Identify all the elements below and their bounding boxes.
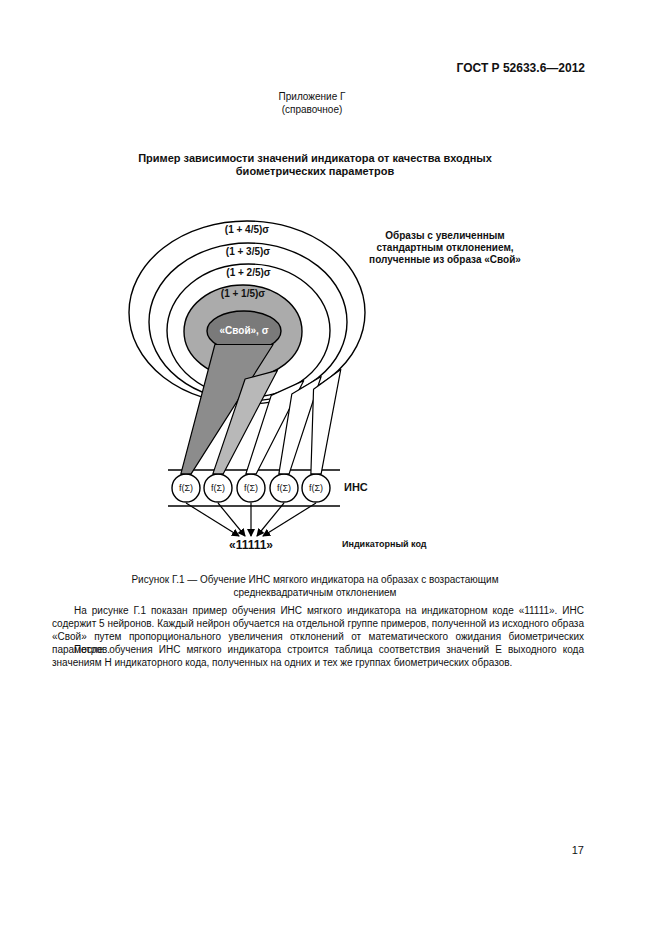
shape-label: «11111» (229, 538, 273, 552)
deviation-ellipse-shape (149, 243, 347, 401)
figure-title: Пример зависимости значений индикатора о… (105, 152, 525, 178)
neuron-label: f(Σ) (244, 482, 258, 494)
indicator-code: «11111» (220, 536, 282, 554)
side-note: Образы с увеличенным стандартным отклоне… (364, 230, 526, 266)
appendix-note: (справочное) (212, 104, 412, 116)
neuron-label: f(Σ) (309, 482, 323, 494)
page-header: ГОСТ Р 52633.6—2012 (425, 61, 585, 75)
deviation-ellipse-shape (167, 264, 330, 397)
layer-label: ИНС (344, 481, 384, 494)
deviation-ellipse-shape (184, 285, 302, 378)
neuron-circle: f(Σ) (171, 473, 201, 503)
neuron-circle: f(Σ) (236, 473, 266, 503)
shape-label: (1 + 4/5)σ (128, 224, 366, 236)
neuron-label: f(Σ) (277, 482, 291, 494)
shape-label: (1 + 1/5)σ (183, 288, 303, 300)
neuron-circle-shape (172, 474, 200, 502)
neuron-circle-shape (302, 474, 330, 502)
shape-label: (1 + 2/5)σ (166, 267, 331, 279)
body-paragraph: После обучения ИНС мягкого индикатора ст… (52, 643, 584, 669)
output-arrow (218, 503, 245, 536)
code-label: Индикаторный код (342, 539, 472, 550)
shape-label: (1 + 3/5)σ (148, 246, 348, 258)
neuron-circle: f(Σ) (301, 473, 331, 503)
page-number: 17 (556, 844, 584, 857)
shape-label: «Свой», σ (219, 325, 268, 337)
neuron-label: f(Σ) (211, 482, 225, 494)
neuron-circle: f(Σ) (203, 473, 233, 503)
neuron-circle: f(Σ) (269, 473, 299, 503)
deviation-ellipse-shape (129, 221, 365, 404)
neuron-circle-shape (237, 474, 265, 502)
neuron-circle-shape (204, 474, 232, 502)
appendix-label: Приложение Г (212, 91, 412, 103)
bus-line (168, 505, 340, 507)
figure-caption: Рисунок Г.1 — Обучение ИНС мягкого индик… (95, 573, 535, 599)
output-arrow (250, 503, 251, 536)
neuron-circle-shape (270, 474, 298, 502)
output-arrow (263, 503, 316, 536)
neuron-label: f(Σ) (179, 482, 193, 494)
training-cone (311, 369, 341, 473)
own-image-ellipse-shape (207, 311, 281, 351)
